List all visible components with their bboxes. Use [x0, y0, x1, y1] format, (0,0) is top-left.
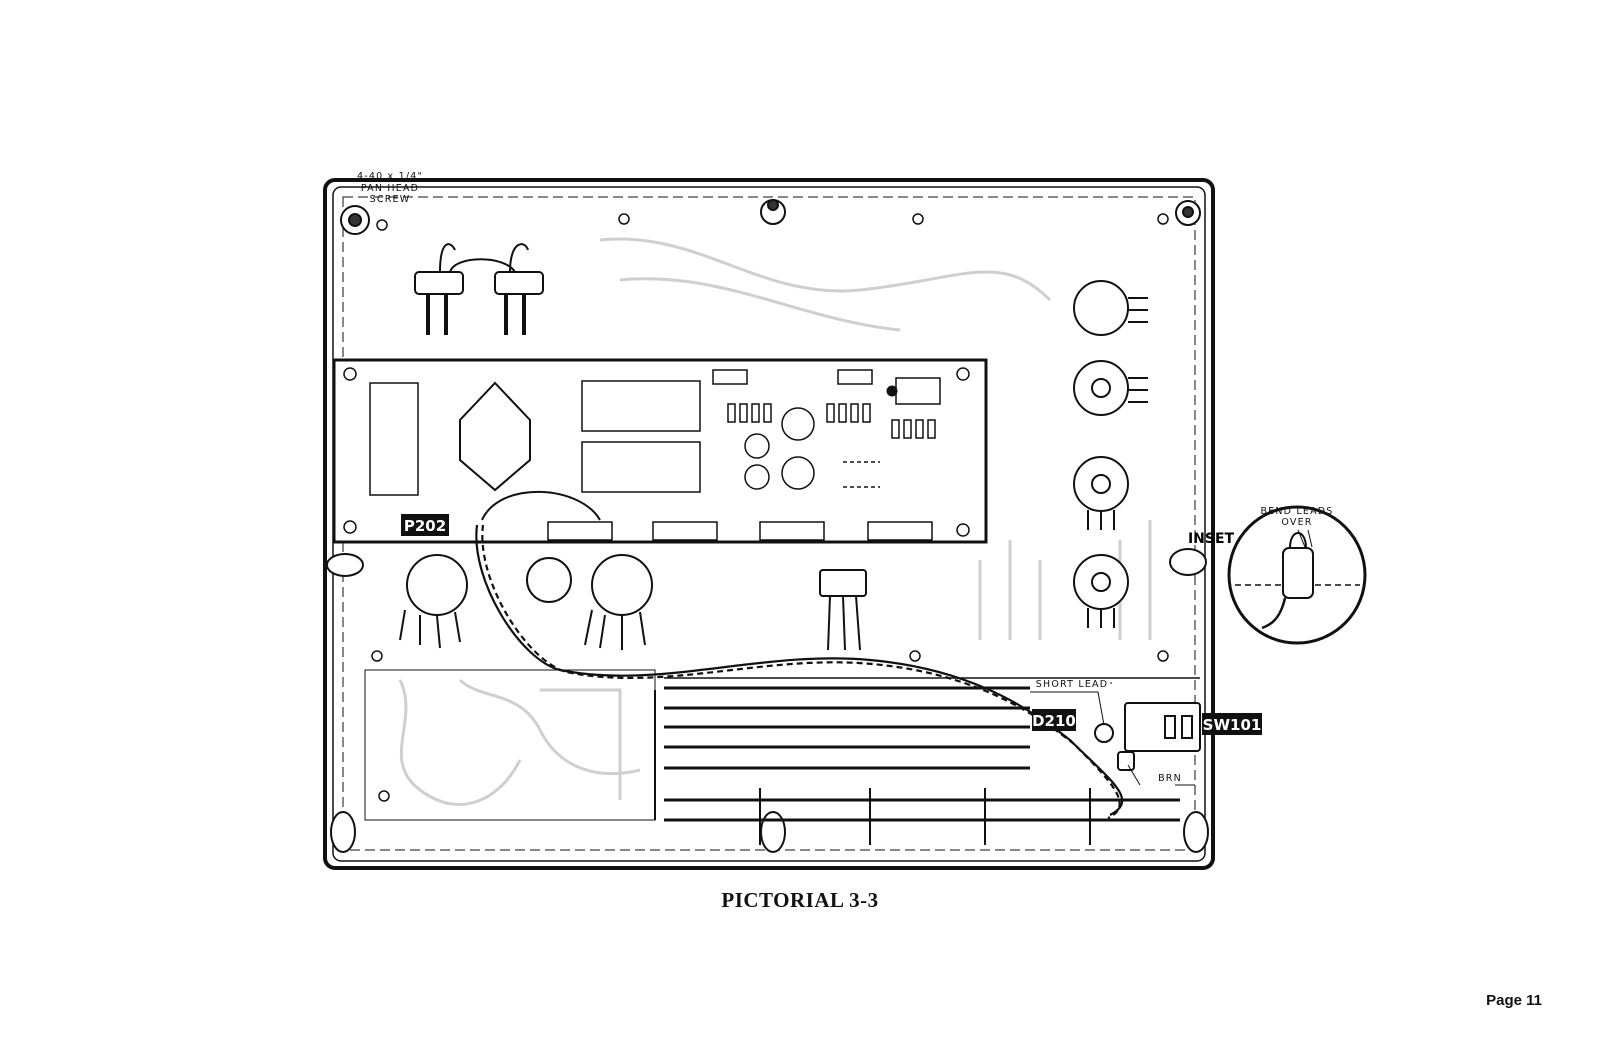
circuit-board [332, 358, 988, 544]
post-mid-left [326, 553, 364, 577]
lower-pcb [364, 669, 656, 821]
screw-label-line1: 4-40 x 1/4" [357, 171, 423, 182]
screw-label-line3: SCREW [370, 194, 411, 205]
sw101-label: SW101 [1203, 716, 1262, 734]
sw101-tag-bg [1202, 713, 1262, 735]
diode-d210 [1094, 723, 1114, 743]
post-mid-right [1169, 548, 1207, 576]
pot-1 [1073, 280, 1129, 336]
mounting-posts [326, 199, 1209, 853]
twisted-leads [475, 490, 1124, 819]
p202-label: P202 [404, 517, 446, 535]
rotary-switch-left [406, 554, 468, 616]
short-lead-label: SHORT LEAD [1036, 679, 1109, 690]
d210-label: D210 [1032, 712, 1076, 730]
p202-tag-bg [401, 514, 449, 536]
page-number: Page 11 [1486, 992, 1542, 1009]
leader-lines [410, 186, 1195, 786]
control-knob-center [526, 557, 572, 603]
inset-detail [1227, 505, 1367, 645]
panel-screws [371, 213, 1169, 802]
socket-center [819, 569, 867, 597]
bend-leads-line2: OVER [1281, 517, 1312, 528]
brn-label: BRN [1158, 773, 1182, 784]
post-bottom-left [330, 811, 356, 853]
inset-label: INSET [1188, 531, 1235, 547]
terminal-strips-upper [414, 243, 544, 335]
rotary-switch-right [591, 554, 653, 616]
potentiometers-right [1073, 280, 1148, 628]
screw-top-left [376, 219, 388, 231]
post-bottom-right [1183, 811, 1209, 853]
d210-tag-bg [1032, 709, 1076, 731]
rotary-switches [399, 554, 867, 651]
screw-label-line2: PAN HEAD [361, 183, 419, 194]
post-bottom-center [760, 811, 786, 853]
power-switch-assembly [1094, 702, 1201, 771]
figure-caption: PICTORIAL 3-3 [721, 888, 879, 912]
bend-leads-line1: BEND LEADS [1260, 506, 1333, 517]
vent-slots [664, 677, 1200, 845]
